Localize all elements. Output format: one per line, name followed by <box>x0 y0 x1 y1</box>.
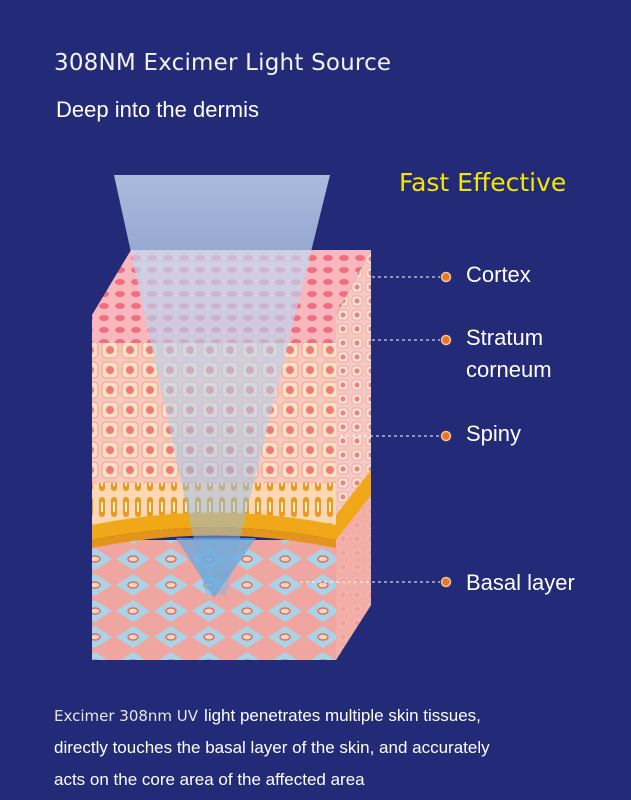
caption-line2: directly touches the basal layer of the … <box>54 738 490 757</box>
label-stratum-line2: corneum <box>466 357 552 382</box>
fast-effective-badge: Fast Effective <box>399 168 567 197</box>
uv-light-beam <box>114 175 330 595</box>
pointer-lines <box>300 276 440 583</box>
page-subtitle: Deep into the dermis <box>56 97 259 122</box>
caption-emphasis: Excimer 308nm UV <box>54 707 199 725</box>
label-stratum-line1: Stratum <box>466 325 544 350</box>
label-spiny: Spiny <box>466 421 522 446</box>
beam-arrow-head <box>176 538 256 598</box>
pointer-markers <box>440 271 452 588</box>
caption-line3: acts on the core area of the affected ar… <box>54 770 365 789</box>
page-title: 308NM Excimer Light Source <box>54 50 392 76</box>
label-basal-layer: Basal layer <box>466 570 575 595</box>
label-cortex: Cortex <box>466 262 531 287</box>
